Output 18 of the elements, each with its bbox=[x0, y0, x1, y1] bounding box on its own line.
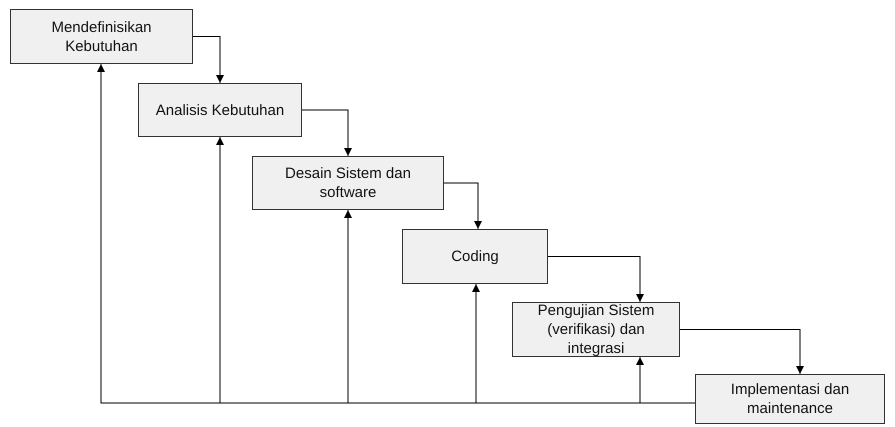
step-label: Implementasi dan maintenance bbox=[730, 380, 850, 418]
arrow bbox=[680, 329, 804, 374]
arrow bbox=[636, 356, 696, 404]
arrow bbox=[444, 182, 482, 230]
step-label: Mendefinisikan Kebutuhan bbox=[50, 18, 153, 56]
arrow bbox=[302, 110, 352, 156]
process-box bbox=[252, 156, 444, 210]
step-label: Coding bbox=[451, 247, 499, 266]
process-box bbox=[10, 9, 193, 64]
step-label: Pengujian Sistem (verifikasi) dan integrasi bbox=[536, 301, 656, 358]
arrow bbox=[192, 36, 224, 84]
process-box bbox=[695, 374, 885, 424]
arrow bbox=[548, 256, 644, 302]
step-label: Desain Sistem dan software bbox=[284, 164, 412, 202]
step-label: Analisis Kebutuhan bbox=[156, 100, 284, 120]
process-box bbox=[402, 229, 548, 284]
process-box bbox=[138, 83, 302, 137]
process-box bbox=[512, 302, 680, 357]
